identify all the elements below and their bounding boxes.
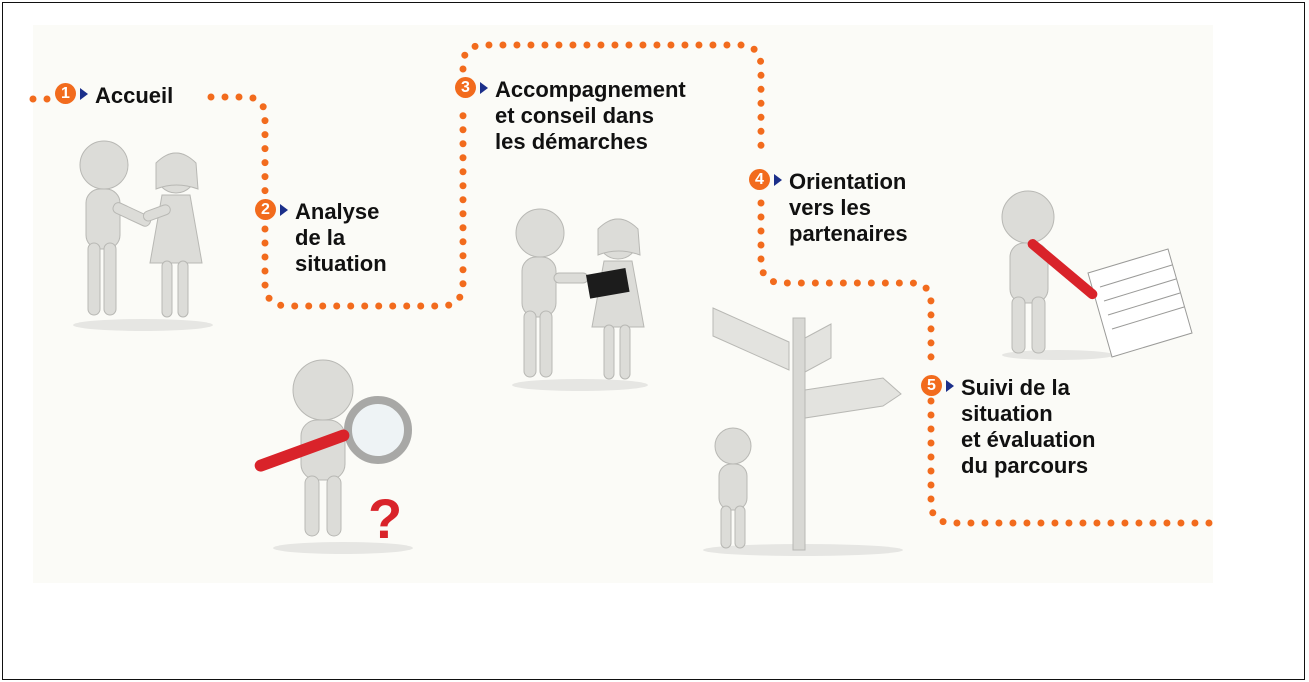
dotted-path (29, 41, 1217, 527)
magnifier-question-icon: ? (254, 359, 413, 554)
step-label: Accueil (95, 83, 174, 108)
advisor-figures-icon (512, 208, 648, 391)
step-label: Accompagnement et conseil dans les démar… (495, 77, 686, 154)
checklist-figure-icon (1001, 190, 1193, 360)
step-number-badge: 1 (55, 83, 76, 104)
step-number-badge: 4 (749, 169, 770, 190)
arrow-right-icon (946, 380, 954, 392)
step-5: 5 Suivi de la situation et évaluation du… (921, 375, 1095, 479)
step-2: 2 Analyse de la situation (255, 199, 387, 277)
svg-text:?: ? (368, 487, 402, 550)
arrow-right-icon (774, 174, 782, 186)
step-number-badge: 2 (255, 199, 276, 220)
arrow-right-icon (80, 88, 88, 100)
arrow-right-icon (480, 82, 488, 94)
signpost-figure-icon (703, 307, 903, 556)
arrow-right-icon (280, 204, 288, 216)
step-label: Analyse de la situation (295, 199, 387, 276)
step-number-badge: 3 (455, 77, 476, 98)
step-label: Suivi de la situation et évaluation du p… (961, 375, 1096, 478)
step-label: Orientation vers les partenaires (789, 169, 908, 246)
step-3: 3 Accompagnement et conseil dans les dém… (455, 77, 686, 155)
step-4: 4 Orientation vers les partenaires (749, 169, 908, 247)
step-1: 1 Accueil (55, 83, 173, 109)
step-number-badge: 5 (921, 375, 942, 396)
handshake-figures-icon (73, 140, 213, 331)
